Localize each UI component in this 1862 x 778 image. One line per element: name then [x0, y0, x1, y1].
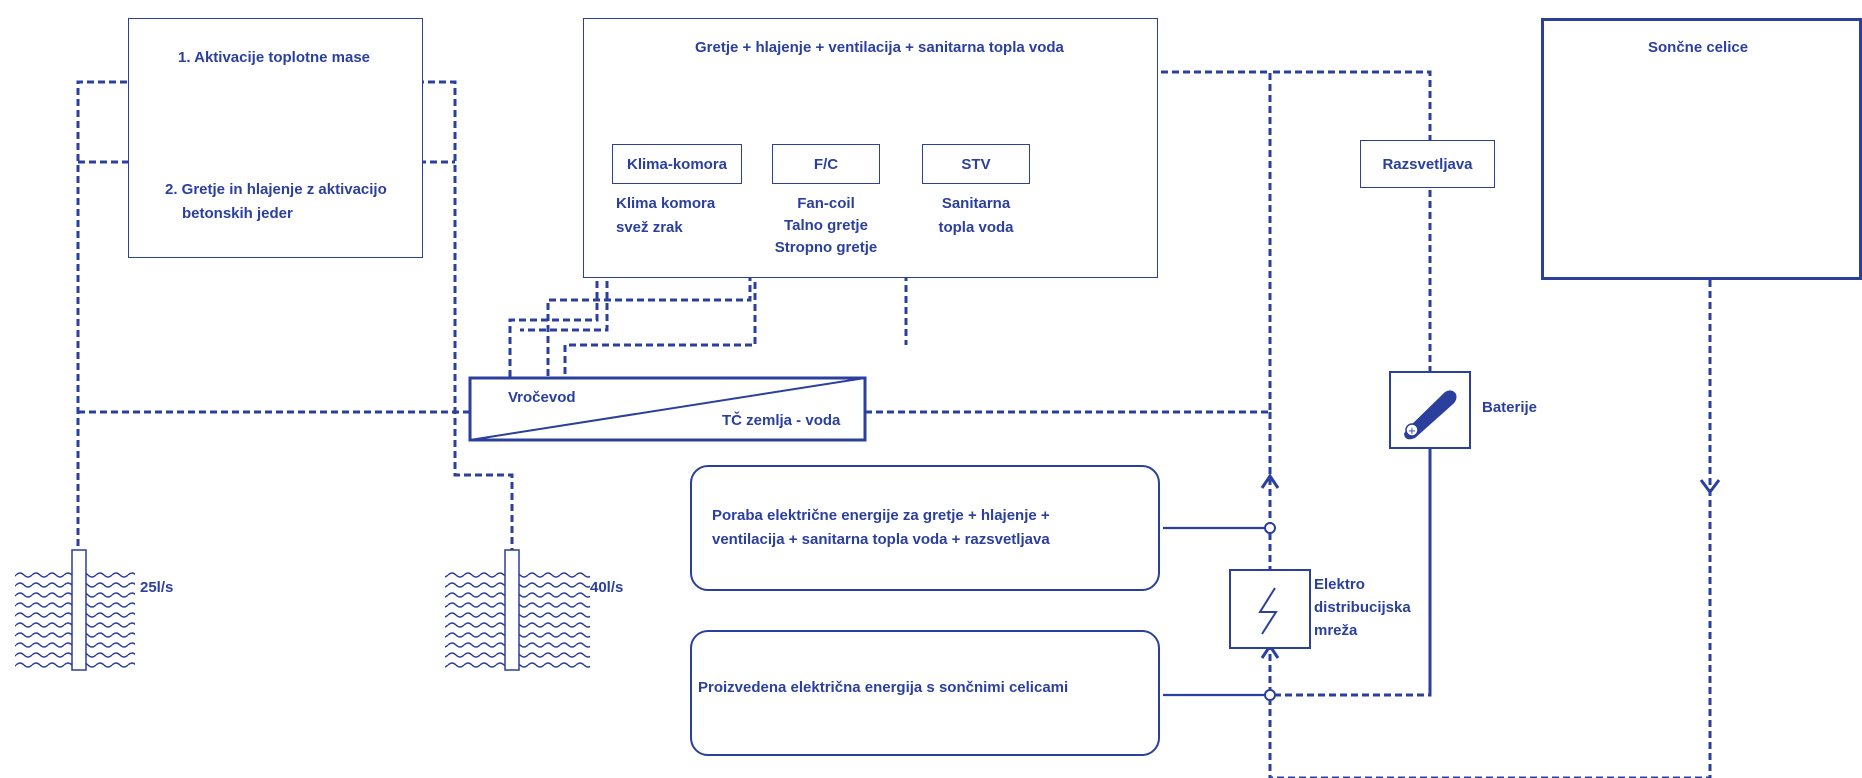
- consumption-box: [690, 465, 1160, 591]
- grid-up-arrow-top: [1260, 473, 1280, 489]
- klima-komora-label: Klima-komora: [626, 155, 728, 173]
- heat-pump-label-bottom: TČ zemlja - voda: [722, 412, 841, 429]
- klima-komora-box: Klima-komora: [612, 144, 742, 184]
- stv-desc-line2: topla voda: [938, 219, 1014, 236]
- thermal-mass-item-2-line1: 2. Gretje in hlajenje z aktivacijo: [165, 181, 387, 198]
- stv-box: STV: [922, 144, 1030, 184]
- return-klima-2: [546, 175, 752, 378]
- production-line1: Proizvedena električna energija s sončni…: [698, 679, 1069, 696]
- hvac-title: Gretje + hlajenje + ventilacija + sanita…: [695, 39, 1064, 56]
- fc-desc-line1: Fan-coil: [797, 195, 855, 212]
- lighting-box: Razsvetljava: [1360, 140, 1495, 188]
- thermal-mass-pipe-upper: [76, 80, 514, 590]
- consumption-line1: Poraba električne energije za gretje + h…: [712, 507, 1050, 524]
- consumption-node: [1264, 522, 1276, 534]
- well-2-flow: 40l/s: [590, 579, 624, 596]
- pipe-battery-production: [1270, 448, 1432, 697]
- grid-line2: distribucijska: [1314, 599, 1411, 616]
- heat-pump-label-top: Vročevod: [508, 389, 576, 406]
- thermal-mass-box: [128, 18, 423, 258]
- well-1: [15, 549, 135, 671]
- solar-down-arrow: [1699, 479, 1721, 495]
- heat-pump-box: [468, 376, 867, 442]
- grid-symbol: [1229, 569, 1311, 649]
- grid-line3: mreža: [1314, 622, 1358, 639]
- klima-desc-line2: svež zrak: [616, 219, 683, 236]
- solar-box: [1541, 18, 1862, 280]
- consumption-line2: ventilacija + sanitarna topla voda + raz…: [712, 531, 1050, 548]
- stv-label: STV: [961, 155, 991, 173]
- stv-desc-line1: Sanitarna: [941, 195, 1011, 212]
- grid-line1: Elektro: [1314, 576, 1365, 593]
- lighting-label: Razsvetljava: [1382, 155, 1473, 173]
- solar-feed-vertical: [1270, 280, 1712, 778]
- production-node: [1264, 689, 1276, 701]
- battery-label: Baterije: [1482, 399, 1538, 416]
- fc-desc-line3: Stropno gretje: [774, 239, 878, 256]
- well-2: [445, 549, 590, 671]
- fc-label: F/C: [813, 155, 839, 173]
- battery-icon: +: [1389, 371, 1471, 449]
- thermal-mass-item-2-line2: betonskih jeder: [182, 205, 293, 222]
- fc-box: F/C: [772, 144, 880, 184]
- production-box: [690, 630, 1160, 756]
- fc-desc-line2: Talno gretje: [784, 217, 868, 234]
- klima-desc-line1: Klima komora: [616, 195, 716, 212]
- well-1-flow: 25l/s: [140, 579, 174, 596]
- thermal-mass-item-1: 1. Aktivacije toplotne mase: [178, 49, 371, 66]
- svg-text:+: +: [1408, 426, 1416, 437]
- solar-title: Sončne celice: [1648, 39, 1749, 56]
